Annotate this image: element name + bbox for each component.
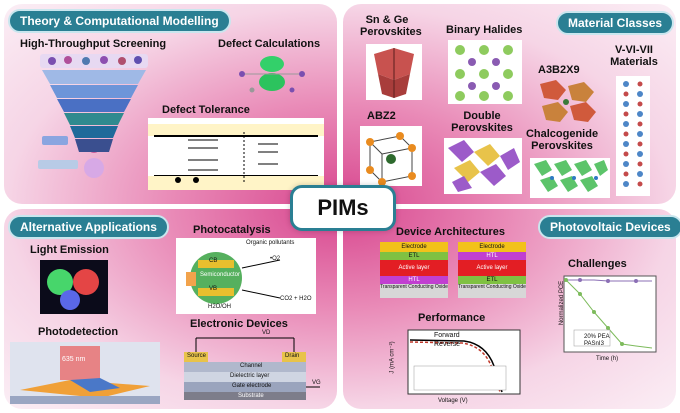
electronic-devices-label: Electronic Devices bbox=[190, 318, 288, 330]
stack-layer: HTL bbox=[458, 252, 526, 260]
applications-title: Alternative Applications bbox=[8, 215, 169, 239]
cb-text: CB bbox=[209, 258, 218, 264]
binary-halide-crystal-icon bbox=[448, 40, 522, 104]
vb-text: VB bbox=[209, 286, 218, 292]
jv-curve-chart bbox=[407, 329, 521, 395]
screening-funnel-icon bbox=[38, 54, 148, 178]
led-emission-image bbox=[40, 260, 108, 314]
a3b2x9-crystal-icon bbox=[540, 80, 596, 122]
challenges-ylabel: Normalized PCE bbox=[559, 280, 566, 326]
materials-title: Material Classes bbox=[556, 11, 675, 35]
forward-legend: Forward bbox=[434, 332, 460, 339]
stack-layer: Active layer bbox=[380, 260, 448, 276]
gate-text: Gate electrode bbox=[232, 383, 272, 389]
jv-ylabel: J (mA cm⁻²) bbox=[389, 341, 396, 374]
reverse-legend: Reverse bbox=[434, 341, 461, 348]
performance-label: Performance bbox=[418, 312, 486, 324]
vd-text: VD bbox=[262, 330, 271, 336]
htp-label: High-Throughput Screening bbox=[20, 38, 167, 50]
photocatalysis-label: Photocatalysis bbox=[193, 224, 271, 236]
photocatalysis-diagram bbox=[176, 238, 316, 314]
wavelength-text: 635 nm bbox=[62, 356, 86, 363]
challenges-label: Challenges bbox=[568, 258, 627, 270]
binary-halides-label: Binary Halides bbox=[446, 24, 523, 36]
photovoltaic-title: Photovoltaic Devices bbox=[538, 215, 680, 239]
theory-title: Theory & Computational Modelling bbox=[8, 9, 231, 33]
a3b2x9-label: A3B2X9 bbox=[538, 64, 580, 76]
semiconductor-text: Semiconductor bbox=[200, 272, 241, 278]
channel-text: Channel bbox=[240, 363, 263, 369]
sn-ge-crystal-icon bbox=[366, 44, 422, 100]
stack-layer: Active layer bbox=[458, 260, 526, 276]
organic-pollutants-text: Organic pollutants bbox=[246, 240, 295, 246]
defect-tolerance-diagram bbox=[148, 118, 324, 190]
defect-calc-label: Defect Calculations bbox=[218, 38, 321, 50]
stack-layer: Transparent Conducting Oxide bbox=[380, 284, 448, 298]
photodetection-label: Photodetection bbox=[38, 326, 119, 338]
device-architectures-label: Device Architectures bbox=[396, 226, 506, 238]
stack-layer: HTL bbox=[380, 276, 448, 284]
stack-layer: ETL bbox=[458, 276, 526, 284]
photodetector-image bbox=[10, 342, 160, 404]
h2o-text: H2O/OH bbox=[208, 304, 232, 310]
legend-pasn: PASnI3 bbox=[584, 341, 604, 347]
double-perovskite-crystal-icon bbox=[444, 138, 522, 194]
transistor-diagram bbox=[184, 337, 320, 400]
substrate-text: Substrate bbox=[238, 393, 264, 399]
chalcogenide-crystal-icon bbox=[530, 158, 610, 198]
o2-radical-text: •O2 bbox=[270, 256, 281, 262]
source-text: Source bbox=[187, 353, 207, 359]
stack-layer: Electrode bbox=[458, 242, 526, 252]
challenges-xlabel: Time (h) bbox=[596, 356, 619, 362]
pims-center-label: PIMs bbox=[290, 185, 396, 231]
challenges-chart bbox=[563, 275, 657, 353]
abz2-crystal-icon bbox=[360, 126, 422, 186]
legend-pea: 20% PEA bbox=[584, 334, 610, 340]
stack-layer: Transparent Conducting Oxide bbox=[458, 284, 526, 298]
abz2-label: ABZ2 bbox=[367, 110, 396, 122]
dielectric-text: Dielectric layer bbox=[230, 373, 270, 379]
defect-orbital-icon bbox=[239, 56, 305, 93]
light-emission-label: Light Emission bbox=[30, 244, 109, 256]
stack-layer: ETL bbox=[380, 252, 448, 260]
jv-xlabel: Voltage (V) bbox=[438, 398, 468, 404]
vvivii-chain-icon bbox=[616, 76, 650, 196]
stack-layer: Electrode bbox=[380, 242, 448, 252]
defect-tolerance-label: Defect Tolerance bbox=[162, 104, 250, 116]
drain-text: Drain bbox=[285, 353, 300, 359]
co2-text: CO2 + H2O bbox=[280, 296, 312, 302]
vg-text: VG bbox=[312, 380, 321, 386]
